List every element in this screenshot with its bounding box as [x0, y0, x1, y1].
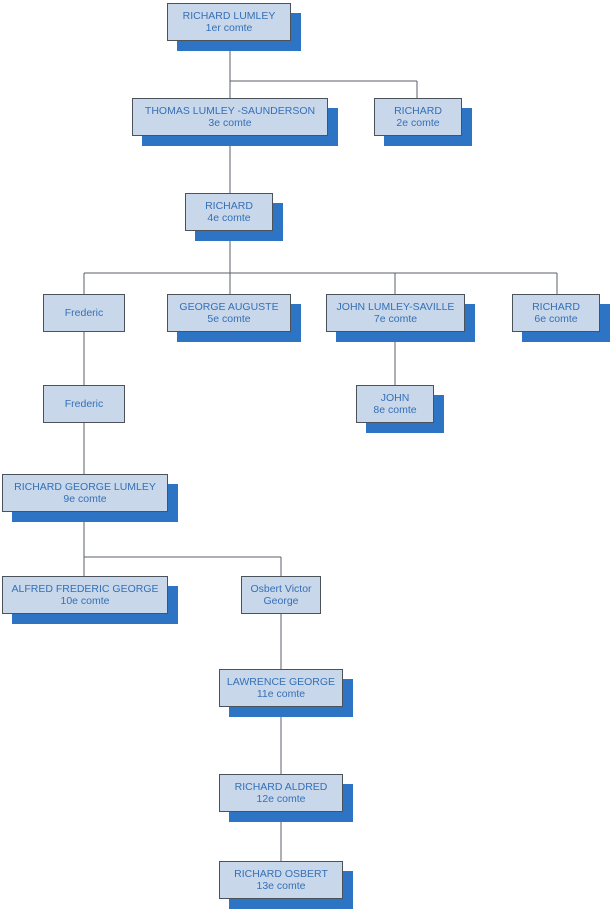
person-rank: 9e comte [63, 493, 107, 505]
person-rank: George [263, 595, 299, 607]
person-name: JOHN LUMLEY-SAVILLE [336, 300, 455, 313]
person-rank: 6e comte [534, 313, 578, 325]
person-rank: 8e comte [373, 404, 417, 416]
person-rank: 13e comte [256, 880, 306, 892]
person-name: RICHARD LUMLEY [182, 9, 276, 22]
person-name: THOMAS LUMLEY -SAUNDERSON [144, 104, 316, 117]
person-rank: 10e comte [60, 595, 110, 607]
person-name: Frederic [64, 306, 104, 319]
person-name: RICHARD [532, 300, 580, 313]
person-rank: 4e comte [207, 212, 251, 224]
person-node-fredericB[interactable]: Frederic [43, 385, 125, 423]
person-name: GEORGE AUGUSTE [179, 300, 279, 313]
person-rank: 5e comte [207, 313, 251, 325]
person-name: RICHARD ALDRED [234, 780, 328, 793]
person-name: RICHARD OSBERT [234, 867, 328, 880]
person-name: RICHARD [205, 199, 253, 212]
person-name: LAWRENCE GEORGE [226, 675, 336, 688]
person-name: RICHARD GEORGE LUMLEY [14, 480, 156, 493]
person-name: ALFRED FREDERIC GEORGE [11, 582, 159, 595]
person-rank: 3e comte [208, 117, 252, 129]
person-rank: 2e comte [396, 117, 440, 129]
person-rank: 7e comte [373, 313, 418, 325]
person-rank: 12e comte [256, 793, 306, 805]
person-rank: 1er comte [205, 22, 253, 34]
person-name: JOHN [380, 391, 410, 404]
person-name: Osbert Victor [250, 582, 312, 595]
person-node-fredericA[interactable]: Frederic [43, 294, 125, 332]
person-rank: 11e comte [256, 688, 306, 700]
person-name: Frederic [64, 397, 104, 410]
person-name: RICHARD [394, 104, 442, 117]
